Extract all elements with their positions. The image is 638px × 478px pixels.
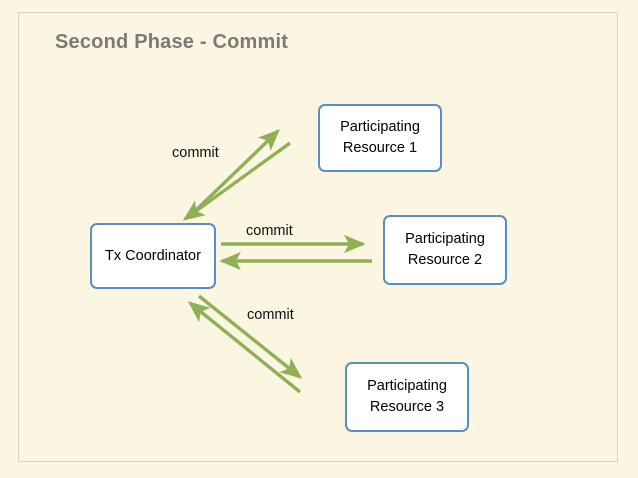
node-label-line1: Participating [405, 231, 485, 247]
node-label-line1: Tx Coordinator [105, 247, 201, 264]
node-label-line1: Participating [367, 378, 447, 394]
node-participating-resource-3[interactable]: Participating Resource 3 [345, 362, 469, 432]
node-label-line2: Resource 3 [369, 399, 445, 415]
edge-label-commit-resource-3: commit [247, 307, 294, 323]
edge-label-commit-resource-2: commit [246, 223, 293, 239]
node-label-line2: Resource 2 [407, 252, 483, 268]
page-title: Second Phase - Commit [55, 31, 289, 53]
node-label-line2: Resource 1 [342, 140, 418, 156]
node-participating-resource-2[interactable]: Participating Resource 2 [383, 215, 507, 285]
edge-label-commit-resource-1: commit [172, 145, 219, 161]
node-tx-coordinator[interactable]: Tx Coordinator [90, 223, 216, 289]
node-participating-resource-1[interactable]: Participating Resource 1 [318, 104, 442, 172]
node-label-line1: Participating [340, 119, 420, 135]
